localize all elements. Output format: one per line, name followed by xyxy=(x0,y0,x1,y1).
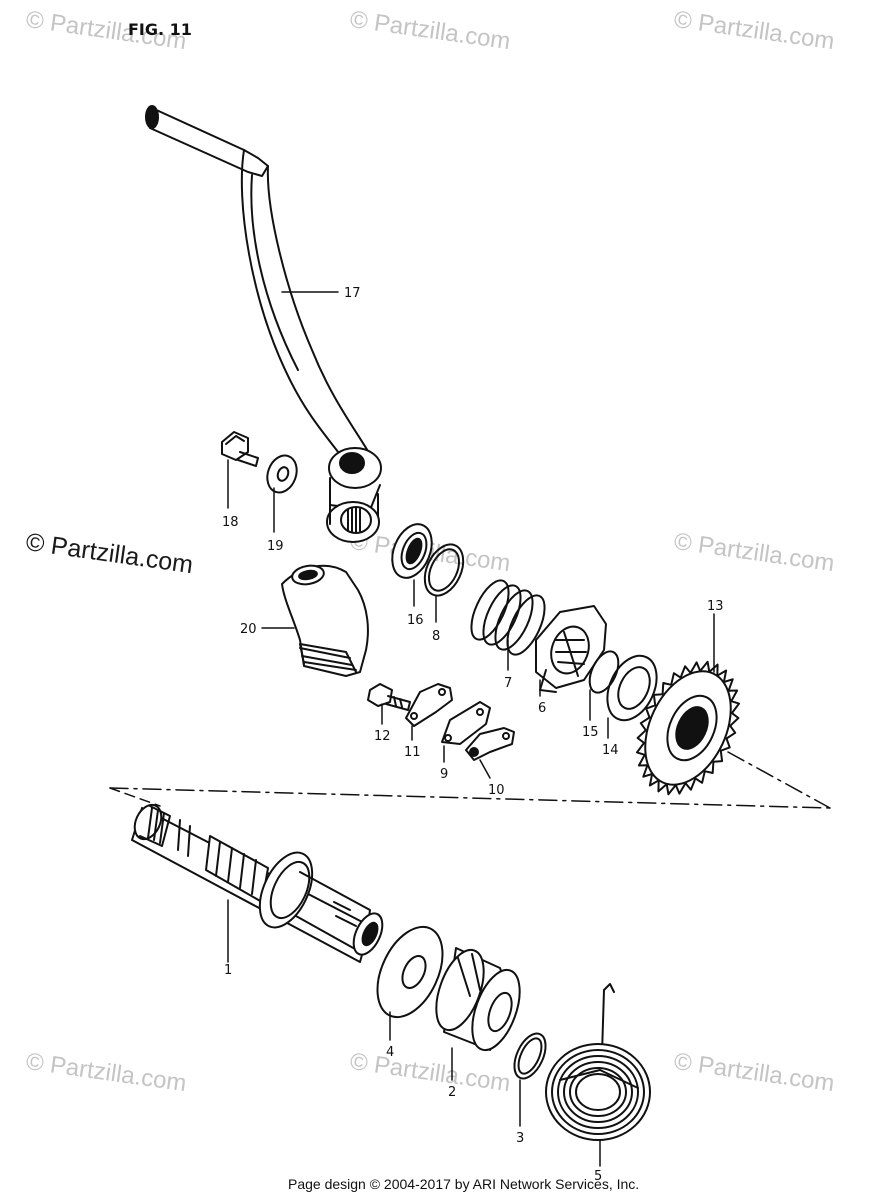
callout-4: 4 xyxy=(386,1045,394,1060)
figure-label: FIG. 11 xyxy=(128,20,192,39)
callout-15: 15 xyxy=(582,725,599,740)
leader-lines xyxy=(227,291,715,1167)
bolt-part xyxy=(367,683,411,711)
page-footer: Page design © 2004-2017 by ARI Network S… xyxy=(288,1176,640,1192)
callout-13: 13 xyxy=(707,599,724,614)
callout-17: 17 xyxy=(344,286,361,301)
callout-7: 7 xyxy=(504,676,512,691)
callout-6: 6 xyxy=(538,701,546,716)
callout-5: 5 xyxy=(594,1169,602,1184)
guide-plate-part xyxy=(405,683,453,727)
bolt-part xyxy=(221,431,259,467)
circlip-part xyxy=(588,650,620,694)
callout-18: 18 xyxy=(222,515,239,530)
callout-14: 14 xyxy=(602,743,619,758)
kick-shaft-part xyxy=(131,803,384,963)
callout-1: 1 xyxy=(224,963,232,978)
oil-seal-part xyxy=(391,523,433,579)
callout-3: 3 xyxy=(516,1131,524,1146)
kick-gear-part xyxy=(636,660,740,796)
callout-16: 16 xyxy=(407,613,424,628)
callout-20: 20 xyxy=(240,622,257,637)
washer-part xyxy=(606,654,658,722)
circlip-part xyxy=(513,1032,547,1080)
washer-part xyxy=(266,454,298,494)
circlip-part xyxy=(423,543,465,597)
callout-labels: 17 18 19 20 16 8 7 6 13 15 14 12 11 9 10… xyxy=(222,286,724,1184)
callout-10: 10 xyxy=(488,783,505,798)
cover-part xyxy=(281,564,369,677)
kick-lever-part xyxy=(145,105,382,543)
stopper-plate-part xyxy=(441,701,491,745)
callout-2: 2 xyxy=(448,1085,456,1100)
spring-part xyxy=(470,579,546,656)
callout-19: 19 xyxy=(267,539,284,554)
stopper-part xyxy=(465,727,515,761)
spring-guide-part xyxy=(435,947,521,1052)
return-spring-part xyxy=(545,983,651,1141)
callout-11: 11 xyxy=(404,745,421,760)
ratchet-part xyxy=(535,605,607,693)
callout-12: 12 xyxy=(374,729,391,744)
callout-9: 9 xyxy=(440,767,448,782)
callout-8: 8 xyxy=(432,629,440,644)
